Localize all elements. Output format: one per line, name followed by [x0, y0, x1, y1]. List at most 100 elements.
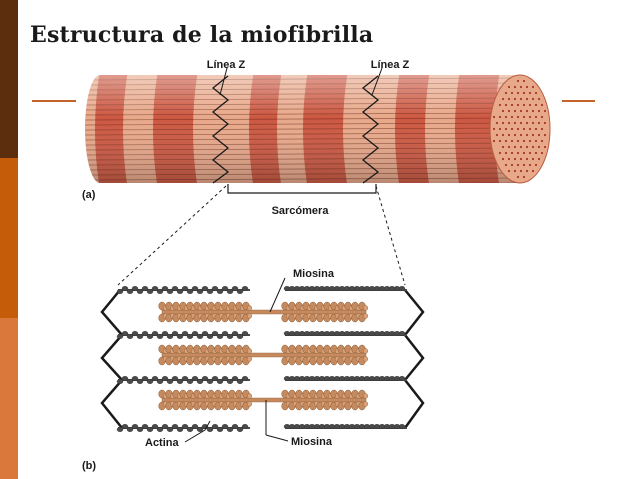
cross-section-dot [525, 109, 529, 113]
cross-section-dot [516, 127, 520, 131]
actin-bead [216, 379, 224, 384]
actin-bead [216, 289, 224, 294]
cross-section-dot [534, 151, 538, 155]
actin-label: Actina [145, 437, 180, 449]
myosin-head [363, 313, 369, 319]
cross-section-dot [540, 115, 544, 119]
cross-section-dot [537, 157, 541, 161]
cross-section-dot [516, 115, 520, 119]
cross-section-dot [531, 109, 535, 113]
cross-section-dot [525, 145, 529, 149]
myosin-head [246, 305, 252, 311]
actin-bead [146, 379, 154, 384]
cross-section-dot [510, 127, 514, 131]
actin-bead [231, 424, 239, 429]
cross-section-dot [498, 151, 502, 155]
cross-section-dot [543, 121, 547, 125]
actin-bead [196, 289, 204, 294]
cross-section-dot [534, 115, 538, 119]
cross-section-dot [513, 85, 517, 89]
cross-section-dot [519, 133, 523, 137]
actin-bead [226, 334, 234, 339]
actin-bead [136, 289, 144, 294]
cross-section-dot [501, 157, 505, 161]
cross-section-dot [501, 145, 505, 149]
actin-bead [186, 289, 194, 294]
cross-section-dot [519, 85, 523, 89]
cross-section-dot [525, 169, 529, 173]
cross-section-dot [540, 139, 544, 143]
cross-section-dot [531, 157, 535, 161]
actin-bead [141, 331, 149, 336]
actin-bead [206, 379, 214, 384]
actin-bead [116, 427, 124, 432]
cross-section-dot [504, 151, 508, 155]
actin-bead [206, 334, 214, 339]
actin-bead [398, 286, 406, 291]
cross-section-dot [510, 103, 514, 107]
actin-bead [146, 289, 154, 294]
actin-bead [176, 334, 184, 339]
actin-bead [141, 286, 149, 291]
myosin-head [246, 313, 252, 319]
cross-section-dot [504, 127, 508, 131]
cross-section-dot [528, 103, 532, 107]
actin-bead [231, 376, 239, 381]
cross-section-dot [516, 79, 520, 83]
actin-bead [186, 379, 194, 384]
myosin-shaft [161, 352, 367, 358]
cross-section-dot [510, 163, 514, 167]
actin-bead [121, 424, 129, 429]
actin-bead [121, 376, 129, 381]
myofibril-cross-section [489, 74, 551, 184]
cross-section-dot [504, 163, 508, 167]
cross-section-dot [537, 109, 541, 113]
cross-section-dot [537, 97, 541, 101]
actin-bead [161, 376, 169, 381]
cross-section-dot [501, 133, 505, 137]
myosin-head [363, 348, 369, 354]
actin-bead [126, 334, 134, 339]
actin-bead [116, 379, 124, 384]
cross-section-dot [504, 91, 508, 95]
cross-section-dot [531, 121, 535, 125]
actin-bead [221, 424, 229, 429]
cross-section-dot [534, 91, 538, 95]
cross-section-dot [525, 85, 529, 89]
actin-bead [241, 331, 249, 336]
myosin-bottom-pointer [265, 400, 289, 442]
cross-section-dot [525, 133, 529, 137]
z-line-left-pointer [219, 67, 228, 96]
cross-section-dot [531, 97, 535, 101]
actin-bead [201, 286, 209, 291]
cross-section-dot [534, 139, 538, 143]
cross-section-dot [525, 157, 529, 161]
actin-bead [191, 376, 199, 381]
cross-section-dot [540, 127, 544, 131]
sidebar-accent-dark [0, 0, 18, 158]
cross-section-dot [531, 169, 535, 173]
accent-line-left [32, 100, 76, 102]
actin-bead [186, 334, 194, 339]
actin-bead [136, 427, 144, 432]
actin-bead [176, 427, 184, 432]
zoom-line-left [117, 185, 227, 286]
actin-bead [211, 376, 219, 381]
cross-section-dot [507, 145, 511, 149]
actin-bead [241, 286, 249, 291]
cross-section-dot [519, 169, 523, 173]
cross-section-dot [507, 169, 511, 173]
actin-bead [121, 286, 129, 291]
z-line-right-pointer [371, 67, 383, 96]
actin-pointer [184, 420, 211, 443]
sidebar-accent-orange [0, 158, 18, 318]
actin-bead [151, 424, 159, 429]
actin-bead [156, 427, 164, 432]
actin-filaments [116, 286, 407, 432]
z-line-right-label: Línea Z [371, 59, 410, 71]
cross-section-dot [516, 151, 520, 155]
myosin-head [363, 356, 369, 362]
myosin-top-pointer [269, 277, 286, 313]
cross-section-dot [528, 127, 532, 131]
